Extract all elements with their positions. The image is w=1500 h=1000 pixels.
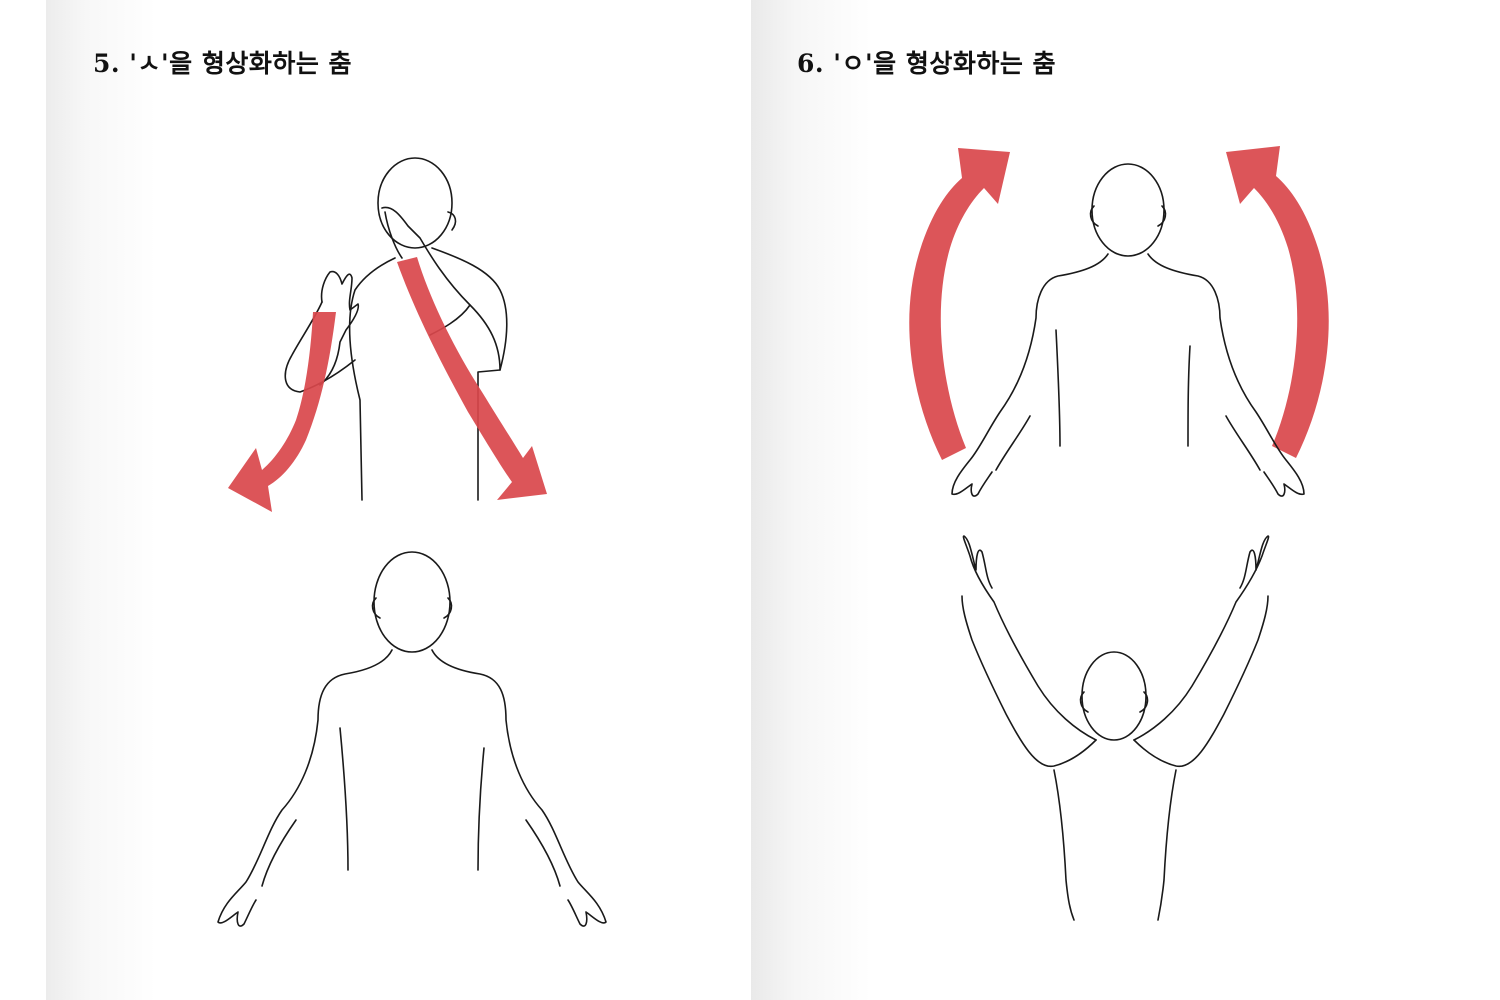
arrow-up-left-curve-icon — [909, 148, 1010, 460]
page-margin — [0, 0, 46, 1000]
left-page-heading: 5. 'ㅅ'을 형상화하는 춤 — [93, 49, 353, 78]
right-page-heading: 6. 'ㅇ'을 형상화하는 춤 — [797, 49, 1057, 78]
arrow-up-right-curve-icon — [1226, 146, 1329, 458]
arrow-down-left-icon — [228, 312, 336, 512]
arrow-down-right-icon — [397, 257, 547, 500]
head — [377, 157, 453, 249]
head — [1081, 651, 1147, 741]
